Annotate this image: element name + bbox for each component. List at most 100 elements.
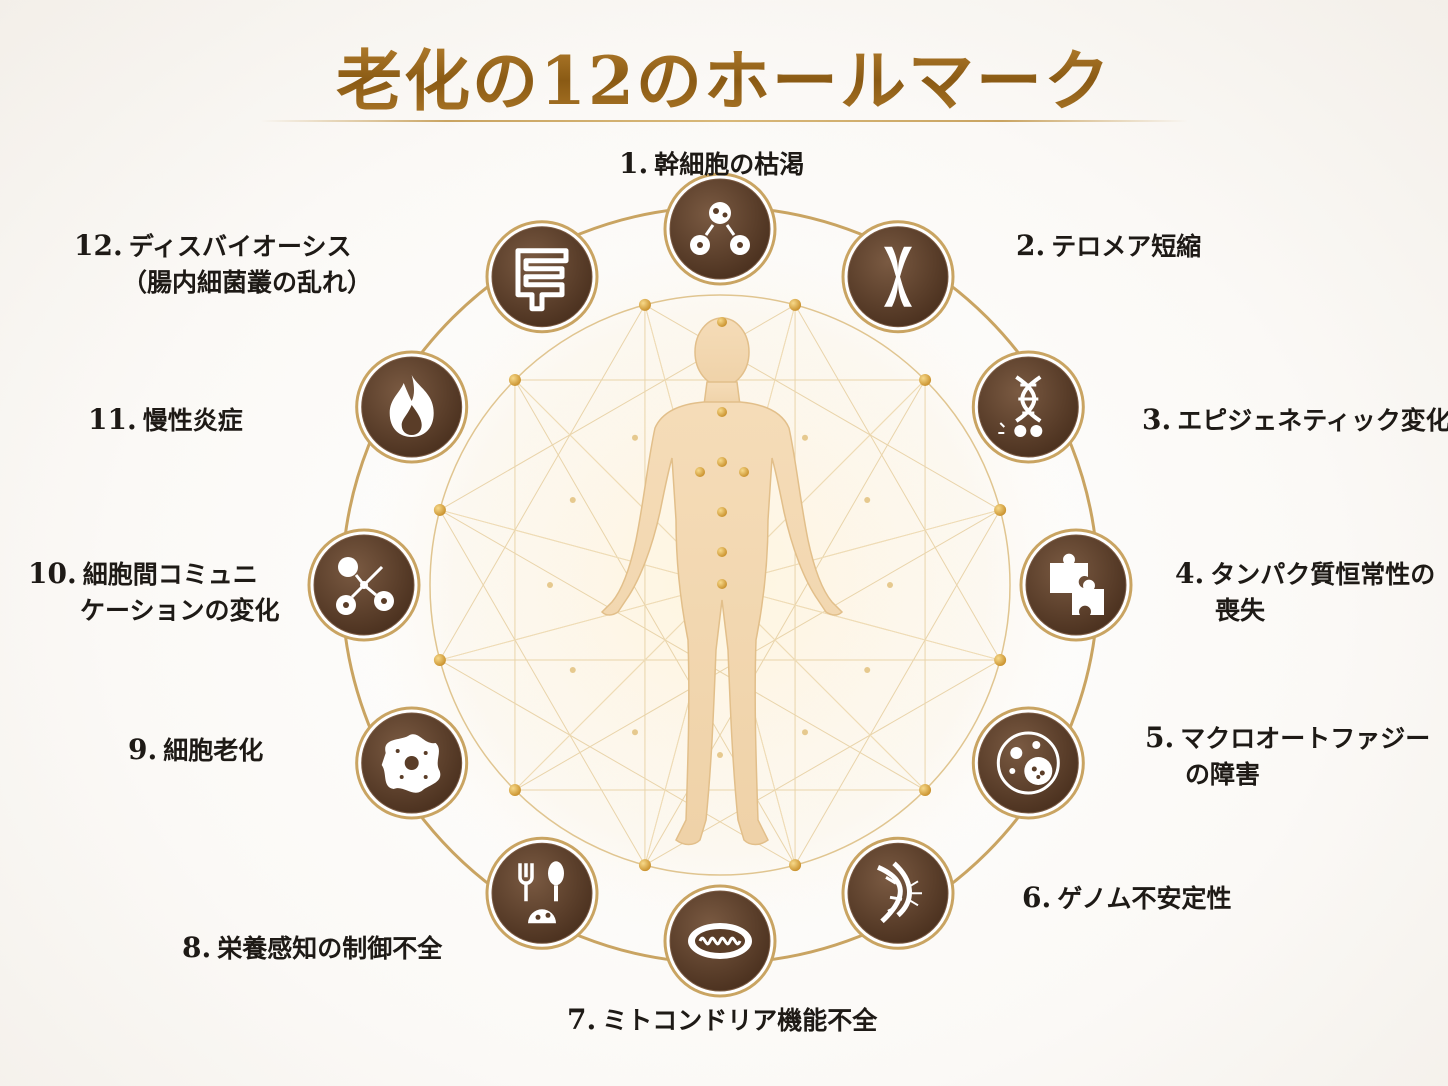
inner-ring: [429, 294, 1011, 876]
ring-node: [638, 859, 651, 872]
network-dot: [802, 434, 808, 441]
network-line: [439, 659, 796, 866]
network-dot: [802, 729, 808, 736]
hallmark-number: 4.: [1175, 557, 1205, 590]
network-dot: [864, 497, 871, 503]
hallmark-label-4: 4.タンパク質恒常性の喪失: [1175, 556, 1435, 629]
network-dot: [632, 434, 638, 441]
hallmark-label-6: 6.ゲノム不安定性: [1022, 880, 1232, 917]
hallmark-number: 7.: [567, 1003, 597, 1036]
ring-node: [789, 298, 802, 311]
hallmark-label-8: 8.栄養感知の制御不全: [182, 930, 442, 967]
hallmark-text: 細胞老化: [163, 736, 264, 765]
hallmark-label-3: 3.エピジェネティック変化: [1142, 402, 1448, 439]
ring-node: [919, 373, 932, 386]
hallmark-number: 12.: [74, 229, 123, 262]
hallmark-label-5: 5.マクロオートファジーの障害: [1145, 720, 1430, 793]
body-point: [717, 579, 727, 589]
hallmark-subtext: 喪失: [1215, 596, 1266, 625]
hallmark-number: 1.: [619, 147, 649, 180]
ring-node: [919, 784, 932, 797]
human-figure: [600, 317, 844, 846]
hallmark-subtext: ケーションの変化: [80, 596, 280, 625]
hallmark-text: タンパク質恒常性の: [1210, 560, 1436, 589]
hallmark-text: 慢性炎症: [142, 406, 243, 435]
network-line: [644, 659, 1001, 866]
ring-node: [508, 373, 521, 386]
network-line: [719, 584, 1001, 661]
cell-communication-icon: [307, 528, 421, 642]
network-line: [439, 304, 646, 661]
hallmark-icons: [307, 172, 1133, 998]
hallmark-number: 11.: [88, 403, 137, 436]
autophagy-icon: [971, 706, 1085, 820]
fork-spoon-icon: [485, 836, 599, 950]
hallmark-text: マクロオートファジー: [1180, 724, 1431, 753]
body-point: [739, 467, 749, 477]
network-line: [439, 509, 926, 791]
network-dot: [717, 752, 723, 758]
stem-cells-icon: [663, 172, 777, 286]
ring-node: [994, 503, 1007, 516]
title-rule: [260, 120, 1188, 122]
ring-node: [433, 654, 446, 667]
body-point: [717, 407, 727, 417]
network-line: [439, 509, 721, 586]
hallmark-number: 5.: [1145, 721, 1175, 754]
chromosome-icon: [841, 220, 955, 334]
network-dot: [864, 667, 871, 673]
dna-icon: [971, 350, 1085, 464]
title: 老化の12のホールマーク: [0, 28, 1448, 124]
broken-dna-icon: [841, 836, 955, 950]
hallmark-number: 6.: [1022, 881, 1052, 914]
network-line: [439, 509, 646, 866]
hallmark-label-9: 9.細胞老化: [128, 732, 263, 769]
network-dot: [569, 497, 576, 503]
network-dot: [569, 667, 576, 673]
network-line: [794, 509, 1001, 866]
hallmark-subtext: （腸内細菌叢の乱れ）: [122, 268, 373, 297]
hallmark-text: 栄養感知の制御不全: [217, 934, 443, 963]
hallmark-text: ディスバイオーシス: [128, 232, 352, 261]
ring-nodes: [433, 298, 1007, 872]
hallmark-label-11: 11.慢性炎症: [88, 402, 243, 439]
hallmark-label-7: 7.ミトコンドリア機能不全: [567, 1002, 877, 1039]
hallmark-text: ミトコンドリア機能不全: [602, 1006, 878, 1035]
network-dot: [887, 582, 893, 588]
hallmark-text: テロメア短縮: [1051, 232, 1202, 261]
hallmark-text: 幹細胞の枯渇: [654, 150, 805, 179]
hallmark-number: 8.: [182, 931, 212, 964]
network-line: [514, 509, 1001, 791]
hallmark-number: 3.: [1142, 403, 1172, 436]
puzzle-icon: [1019, 528, 1133, 642]
hallmark-label-12: 12.ディスバイオーシス （腸内細菌叢の乱れ）: [74, 228, 372, 301]
hallmark-label-1: 1.幹細胞の枯渇: [619, 146, 804, 183]
body-points: [695, 317, 749, 589]
network-line: [794, 304, 1001, 661]
intestine-icon: [485, 220, 599, 334]
network-dot: [632, 729, 638, 736]
network-dot: [547, 582, 553, 588]
hallmark-subtext: の障害: [1185, 760, 1261, 789]
hallmark-number: 2.: [1016, 229, 1046, 262]
ring-node: [638, 298, 651, 311]
ring-node: [508, 784, 521, 797]
ring-node: [994, 654, 1007, 667]
hallmark-number: 9.: [128, 733, 158, 766]
body-point: [717, 317, 727, 327]
body-point: [717, 547, 727, 557]
mitochondria-icon: [663, 884, 777, 998]
senescent-cell-icon: [355, 706, 469, 820]
body-point: [717, 457, 727, 467]
network-line: [719, 509, 1001, 586]
ring-node: [789, 859, 802, 872]
hallmark-text: エピジェネティック変化: [1177, 406, 1448, 435]
hallmark-number: 10.: [28, 557, 77, 590]
hallmark-label-10: 10.細胞間コミュニケーションの変化: [28, 556, 280, 629]
body-point: [695, 467, 705, 477]
body-point: [717, 507, 727, 517]
hallmark-text: 細胞間コミュニ: [82, 560, 258, 589]
hallmark-label-2: 2.テロメア短縮: [1016, 228, 1201, 265]
flame-icon: [355, 350, 469, 464]
